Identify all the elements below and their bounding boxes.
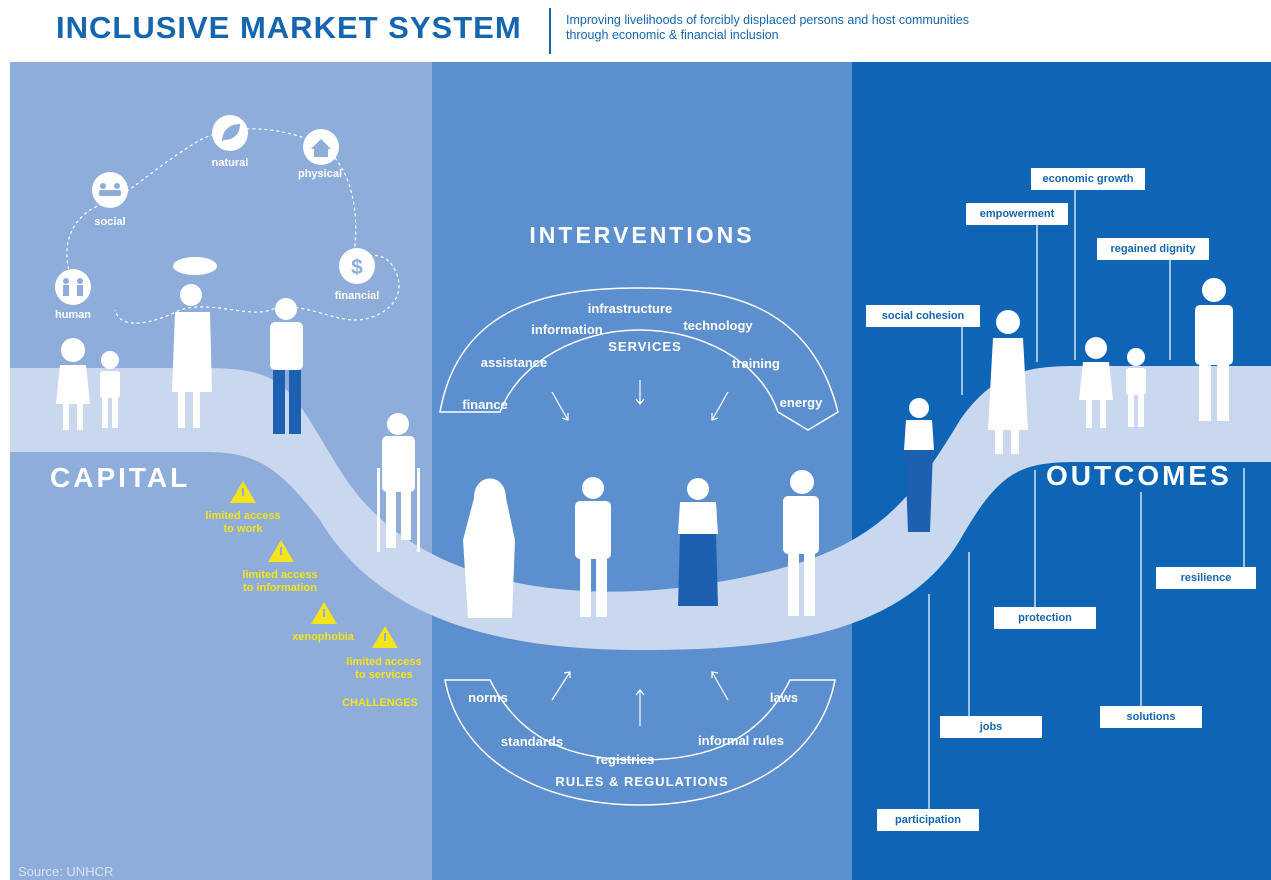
subtitle-line-2: through economic & financial inclusion [566, 28, 779, 42]
services-arrows [551, 380, 729, 421]
challenges-title: CHALLENGES [342, 697, 418, 709]
challenge-work-line-2: to work [223, 523, 263, 535]
capital-title: CAPITAL [50, 462, 191, 493]
person-figure [678, 478, 718, 606]
warning-icon [372, 626, 398, 648]
outcomes-title: OUTCOMES [1046, 460, 1232, 491]
service-finance: finance [462, 397, 508, 412]
source-note: Source: UNHCR [18, 864, 114, 879]
challenge-work-line-1: limited access [205, 510, 281, 522]
rule-informal-rules: informal rules [698, 733, 784, 748]
subtitle-line-1: Improving livelihoods of forcibly displa… [566, 13, 969, 27]
human-icon [55, 269, 91, 305]
challenge-services: limited access to services [346, 656, 421, 682]
challenge-information-line-1: limited access [242, 569, 318, 581]
outcome-solutions: solutions [1100, 706, 1202, 728]
person-figure [1079, 337, 1113, 428]
social-icon [92, 172, 128, 208]
outcome-empowerment: empowerment [966, 203, 1068, 225]
rule-standards: standards [500, 734, 564, 749]
services-title: SERVICES [608, 339, 682, 354]
service-assistance: assistance [480, 355, 548, 370]
person-figure [1195, 278, 1233, 421]
outcome-connectors [928, 189, 1245, 810]
rule-laws: laws [769, 690, 799, 705]
challenge-services-line-1: limited access [346, 656, 422, 668]
service-information: information [531, 322, 603, 337]
warning-icon [268, 540, 294, 562]
capital-social-label: social [94, 216, 126, 228]
financial-icon: $ [339, 248, 375, 284]
person-figure [172, 257, 217, 428]
person-figure [783, 470, 819, 616]
capital-physical-label: physical [297, 168, 343, 180]
service-infrastructure: infrastructure [587, 301, 673, 316]
outcome-jobs: jobs [940, 716, 1042, 738]
person-figure [270, 298, 303, 434]
person-figure [56, 338, 90, 430]
outcome-economic-growth: economic growth [1031, 168, 1145, 190]
outcome-participation: participation [877, 809, 979, 831]
capital-human-label: human [54, 309, 92, 321]
svg-text:$: $ [351, 256, 363, 279]
header: INCLUSIVE MARKET SYSTEM Improving liveli… [0, 0, 1271, 62]
page-title: INCLUSIVE MARKET SYSTEM [56, 10, 522, 45]
physical-icon [303, 129, 339, 165]
person-figure [904, 398, 934, 532]
service-energy: energy [779, 395, 823, 410]
rules-arc-outer [444, 679, 836, 806]
challenge-information: limited access to information [242, 569, 317, 595]
outcome-protection: protection [994, 607, 1096, 629]
natural-icon [212, 115, 248, 151]
outcome-social-cohesion: social cohesion [866, 305, 980, 327]
service-technology: technology [683, 318, 753, 333]
person-figure [1126, 348, 1146, 427]
services-arc-outer [439, 287, 839, 431]
challenge-xenophobia: xenophobia [292, 631, 354, 644]
outcome-regained-dignity: regained dignity [1097, 238, 1209, 260]
capital-natural-label: natural [211, 157, 249, 169]
capital-panel [10, 62, 432, 880]
rules-arrows [551, 671, 729, 726]
challenge-information-line-2: to information [243, 582, 317, 594]
journey-path [10, 366, 1271, 650]
interventions-title: INTERVENTIONS [529, 222, 755, 248]
outcome-resilience: resilience [1156, 567, 1256, 589]
person-figure [988, 310, 1028, 454]
challenge-xenophobia-line-1: xenophobia [292, 631, 354, 643]
title-divider [549, 8, 551, 54]
person-figure [575, 477, 611, 617]
interventions-panel [432, 62, 852, 880]
page-subtitle: Improving livelihoods of forcibly displa… [566, 13, 1086, 43]
rule-norms: norms [468, 690, 508, 705]
warning-icon [230, 481, 256, 503]
challenge-work: limited access to work [205, 510, 280, 536]
warning-icon [311, 602, 337, 624]
rules-title: RULES & REGULATIONS [555, 774, 729, 789]
person-figure [100, 351, 120, 428]
rule-registries: registries [595, 752, 655, 767]
challenge-services-line-2: to services [355, 669, 413, 681]
service-training: training [732, 356, 780, 371]
person-figure [463, 478, 515, 618]
person-figure [377, 413, 420, 552]
capital-financial-label: financial [334, 290, 380, 302]
